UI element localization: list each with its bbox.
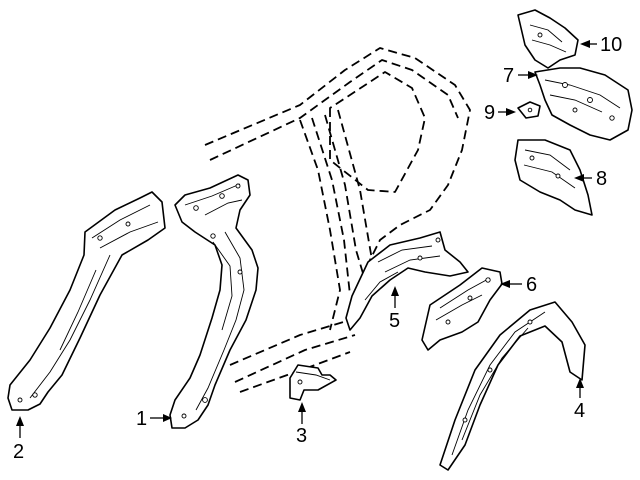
svg-text:8: 8 bbox=[596, 168, 607, 190]
body-side-outline bbox=[204, 47, 471, 393]
callout-4: 4 bbox=[574, 378, 585, 422]
svg-text:9: 9 bbox=[484, 102, 495, 124]
callout-1: 1 bbox=[136, 408, 172, 430]
part-8-side-panel bbox=[514, 139, 593, 216]
svg-text:7: 7 bbox=[503, 65, 514, 87]
callout-9: 9 bbox=[484, 102, 516, 124]
part-2-outer-pillar bbox=[7, 191, 166, 411]
part-6-inner-panel bbox=[421, 267, 503, 351]
callout-3: 3 bbox=[296, 402, 307, 447]
part-10-upper-bracket bbox=[517, 9, 579, 69]
callout-2: 2 bbox=[13, 416, 24, 463]
part-5-wheelhouse-panel bbox=[345, 231, 469, 331]
callout-7: 7 bbox=[503, 65, 538, 87]
svg-text:10: 10 bbox=[600, 34, 622, 56]
part-7-reinforcement bbox=[534, 67, 633, 141]
callout-5: 5 bbox=[389, 286, 400, 332]
part-3-bracket bbox=[289, 364, 337, 401]
callout-6: 6 bbox=[500, 274, 537, 296]
svg-text:2: 2 bbox=[13, 441, 24, 463]
part-4-wheel-liner bbox=[439, 301, 586, 471]
part-1-rear-pillar bbox=[169, 174, 259, 429]
callout-8: 8 bbox=[574, 168, 607, 190]
svg-text:5: 5 bbox=[389, 310, 400, 332]
svg-text:4: 4 bbox=[574, 400, 585, 422]
svg-text:6: 6 bbox=[526, 274, 537, 296]
svg-text:1: 1 bbox=[136, 408, 147, 430]
callout-10: 10 bbox=[580, 34, 622, 56]
part-9-clip bbox=[517, 101, 541, 119]
svg-text:3: 3 bbox=[296, 425, 307, 447]
